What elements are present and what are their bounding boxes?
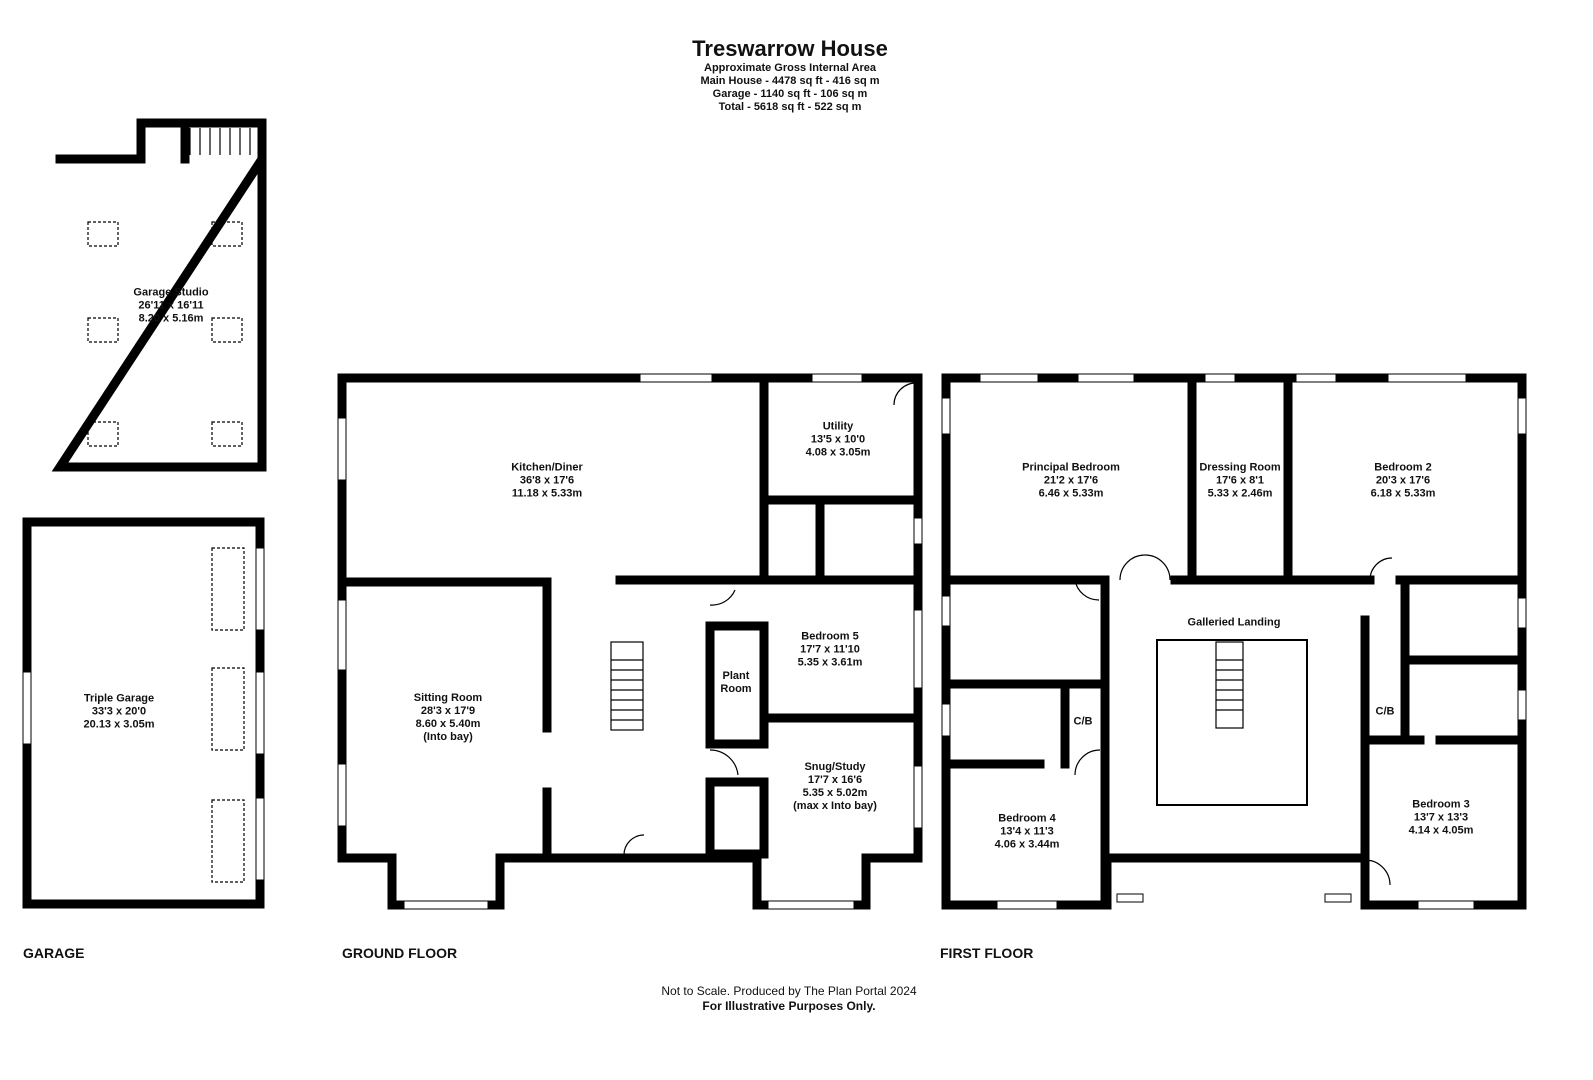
area-main-house: Main House - 4478 sq ft - 416 sq m xyxy=(700,75,880,87)
room-name: Plant xyxy=(722,670,750,682)
footer: Not to Scale. Produced by The Plan Porta… xyxy=(589,984,989,1014)
room-name: C/B xyxy=(1073,715,1093,728)
floor-label-ground: GROUND FLOOR xyxy=(342,945,458,961)
room-metric: 6.46 x 5.33m xyxy=(1038,487,1104,500)
stairs-first xyxy=(1215,641,1244,729)
landing-void xyxy=(1156,639,1308,806)
room-note: (max x Into bay) xyxy=(793,800,877,812)
room-galleried-landing: Galleried Landing xyxy=(1188,617,1281,630)
room-imperial: 20'3 x 17'6 xyxy=(1375,474,1431,487)
area-total: Total - 5618 sq ft - 522 sq m xyxy=(718,101,862,113)
room-imperial: 13'4 x 11'3 xyxy=(1000,825,1054,838)
plan-header: Treswarrow House Approximate Gross Inter… xyxy=(590,36,990,114)
room-metric: 5.33 x 2.46m xyxy=(1207,487,1273,500)
floor-label-first: FIRST FLOOR xyxy=(940,945,1034,961)
area-garage: Garage - 1140 sq ft - 106 sq m xyxy=(712,88,868,100)
room-imperial: 17'6 x 8'1 xyxy=(1215,474,1265,487)
property-title: Treswarrow House xyxy=(692,36,888,61)
room-imperial: 13'7 x 13'3 xyxy=(1413,811,1469,824)
room-imperial: 33'3 x 20'0 xyxy=(91,705,147,718)
room-metric: 4.08 x 3.05m xyxy=(805,446,871,459)
room-imperial: 26'11 x 16'11 xyxy=(138,299,204,312)
stairs-ground xyxy=(610,641,644,731)
room-name: Bedroom 2 xyxy=(1374,461,1432,474)
room-name: Kitchen/Diner xyxy=(511,461,583,474)
room-name: Sitting Room xyxy=(413,692,483,704)
room-metric: 4.06 x 3.44m xyxy=(994,838,1060,851)
footer-note: For Illustrative Purposes Only. xyxy=(702,999,876,1013)
room-name: Bedroom 5 xyxy=(801,630,859,643)
room-imperial: 28'3 x 17'9 xyxy=(420,705,476,717)
triple-garage-walls xyxy=(22,517,265,909)
room-cupboard-2: C/B xyxy=(1376,706,1395,719)
room-name: Bedroom 3 xyxy=(1412,798,1470,811)
room-note: (Into bay) xyxy=(423,731,473,743)
floor-label-garage: GARAGE xyxy=(23,945,85,961)
room-cupboard-1: C/B xyxy=(1074,716,1093,729)
area-subtitle: Approximate Gross Internal Area xyxy=(704,62,876,74)
room-metric: 8.20 x 5.16m xyxy=(138,312,204,325)
room-name: Dressing Room xyxy=(1199,461,1281,474)
room-metric: 8.60 x 5.40m xyxy=(415,718,481,730)
room-metric: 5.35 x 3.61m xyxy=(797,656,863,669)
room-name: Bedroom 4 xyxy=(998,812,1056,825)
room-name: Principal Bedroom xyxy=(1022,461,1120,474)
room-name: Galleried Landing xyxy=(1187,616,1281,629)
room-imperial: 13'5 x 10'0 xyxy=(810,433,866,446)
room-name: Snug/Study xyxy=(804,761,866,773)
room-imperial: 17'7 x 16'6 xyxy=(807,774,863,786)
room-metric: 5.35 x 5.02m xyxy=(802,787,868,799)
room-metric: 20.13 x 3.05m xyxy=(83,718,155,731)
room-imperial: 21'2 x 17'6 xyxy=(1043,474,1099,487)
footer-disclaimer: Not to Scale. Produced by The Plan Porta… xyxy=(661,984,917,998)
room-name: Triple Garage xyxy=(83,692,155,705)
room-name: Utility xyxy=(822,420,854,433)
room-name: C/B xyxy=(1375,705,1395,718)
room-imperial: 17'7 x 11'10 xyxy=(800,643,860,656)
room-metric: 4.14 x 4.05m xyxy=(1408,824,1474,837)
room-metric: 11.18 x 5.33m xyxy=(511,487,583,500)
room-imperial: 36'8 x 17'6 xyxy=(519,474,575,487)
room-name: Garage Studio xyxy=(133,286,209,299)
room-name-line2: Room xyxy=(720,683,752,695)
room-metric: 6.18 x 5.33m xyxy=(1370,487,1436,500)
